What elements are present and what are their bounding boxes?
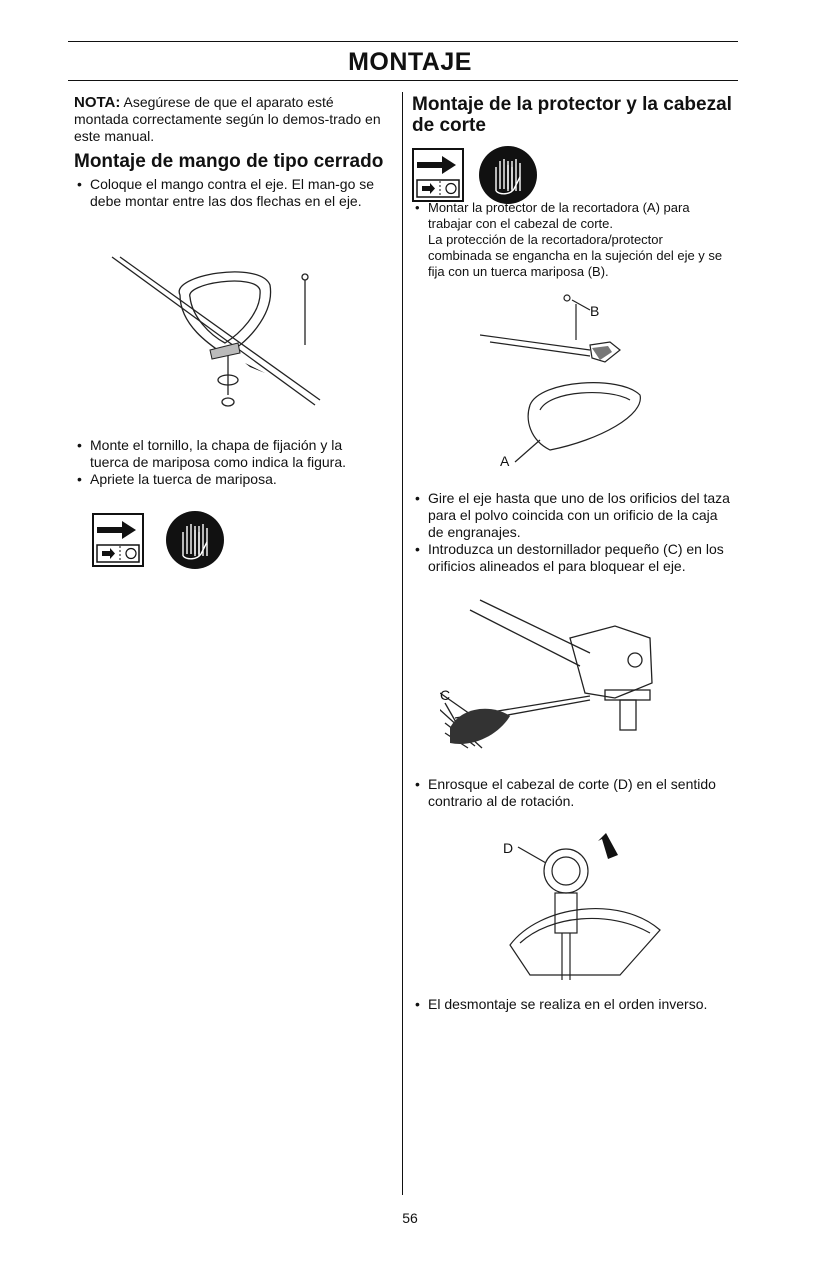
list-item: Monte el tornillo, la chapa de fijación … <box>74 437 384 471</box>
list-item: Montar la protector de la recortadora (A… <box>412 200 728 232</box>
guard-bullets: Montar la protector de la recortadora (A… <box>412 200 728 232</box>
gloves-icon <box>166 511 224 569</box>
gloves-icon <box>479 146 537 204</box>
section-title-guard: Montaje de la protector y la cabezal de … <box>412 94 732 136</box>
shaft-text: Gire el eje hasta que uno de los orifici… <box>412 490 732 575</box>
screwdriver-lock-illustration: C <box>440 599 653 749</box>
top-rule <box>68 41 738 42</box>
column-divider <box>402 92 403 1195</box>
head-text: Enrosque el cabezal de corte (D) en el s… <box>412 776 732 810</box>
guard-paragraph: La protección de la recortadora/protecto… <box>428 232 723 279</box>
left-column: NOTA: Asegúrese de que el aparato esté m… <box>74 94 384 210</box>
page-title: MONTAJE <box>348 48 472 76</box>
title-rule <box>68 80 738 81</box>
handle-assembly-illustration <box>111 256 321 407</box>
cutting-head-illustration: D <box>503 833 661 980</box>
guard-text: Montar la protector de la recortadora (A… <box>412 200 728 280</box>
figure-label-b: B <box>590 303 599 319</box>
note-text: Asegúrese de que el aparato esté montada… <box>74 94 381 144</box>
list-item: Apriete la tuerca de mariposa. <box>74 471 384 488</box>
list-item: Enrosque el cabezal de corte (D) en el s… <box>412 776 732 810</box>
removal-text: El desmontaje se realiza en el orden inv… <box>412 996 732 1013</box>
figure-label-a: A <box>500 453 510 468</box>
list-item: El desmontaje se realiza en el orden inv… <box>412 996 732 1013</box>
note: NOTA: Asegúrese de que el aparato esté m… <box>74 94 384 145</box>
removal-bullets: El desmontaje se realiza en el orden inv… <box>412 996 732 1013</box>
figure-label-c: C <box>440 687 450 703</box>
head-bullets: Enrosque el cabezal de corte (D) en el s… <box>412 776 732 810</box>
section-title-handle: Montaje de mango de tipo cerrado <box>74 151 384 172</box>
bolt-bullets: Monte el tornillo, la chapa de fijación … <box>74 437 384 488</box>
manual-read-icon <box>92 513 144 567</box>
page-number: 56 <box>402 1210 418 1226</box>
manual-read-icon <box>412 148 464 202</box>
handle-bullets: Coloque el mango contra el eje. El man-g… <box>74 176 384 210</box>
list-item: Coloque el mango contra el eje. El man-g… <box>74 176 384 210</box>
figure-label-d: D <box>503 840 513 856</box>
trimmer-guard-illustration: B A <box>480 294 641 468</box>
right-column: Montaje de la protector y la cabezal de … <box>412 94 732 140</box>
note-label: NOTA: <box>74 94 121 111</box>
list-item: Introduzca un destornillador pequeño (C)… <box>412 541 732 575</box>
left-column-lower: Monte el tornillo, la chapa de fijación … <box>74 437 384 488</box>
list-item: Gire el eje hasta que uno de los orifici… <box>412 490 732 541</box>
shaft-bullets: Gire el eje hasta que uno de los orifici… <box>412 490 732 575</box>
